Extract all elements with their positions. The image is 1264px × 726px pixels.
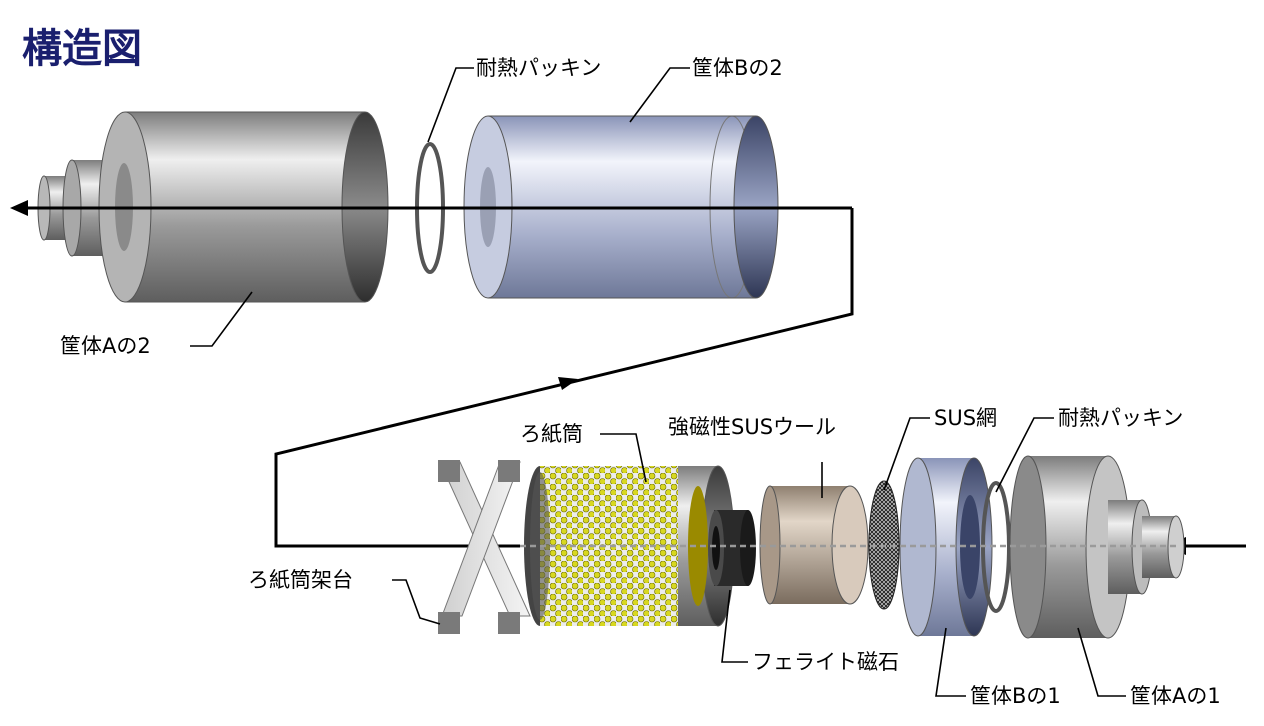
ferrite-magnet xyxy=(708,510,756,586)
filter-stand xyxy=(438,460,531,634)
page-title: 構造図 xyxy=(22,26,142,72)
label-filter-tube: ろ紙筒 xyxy=(520,422,583,446)
housing-a1-part xyxy=(1009,455,1185,639)
label-sus-mesh: SUS網 xyxy=(934,406,997,430)
label-sus-wool: 強磁性SUSウール xyxy=(668,415,836,439)
label-ferrite-magnet: フェライト磁石 xyxy=(752,650,899,674)
label-gasket-top: 耐熱パッキン xyxy=(476,56,601,80)
label-housing-a2: 筐体Aの2 xyxy=(60,334,151,358)
label-housing-b2: 筐体Bの2 xyxy=(692,56,783,80)
label-gasket-bottom: 耐熱パッキン xyxy=(1058,406,1183,430)
filter-tube xyxy=(524,465,735,627)
label-filter-stand: ろ紙筒架台 xyxy=(248,568,353,592)
label-housing-b1: 筐体Bの1 xyxy=(970,684,1061,708)
label-housing-a1: 筐体Aの1 xyxy=(1130,684,1221,708)
